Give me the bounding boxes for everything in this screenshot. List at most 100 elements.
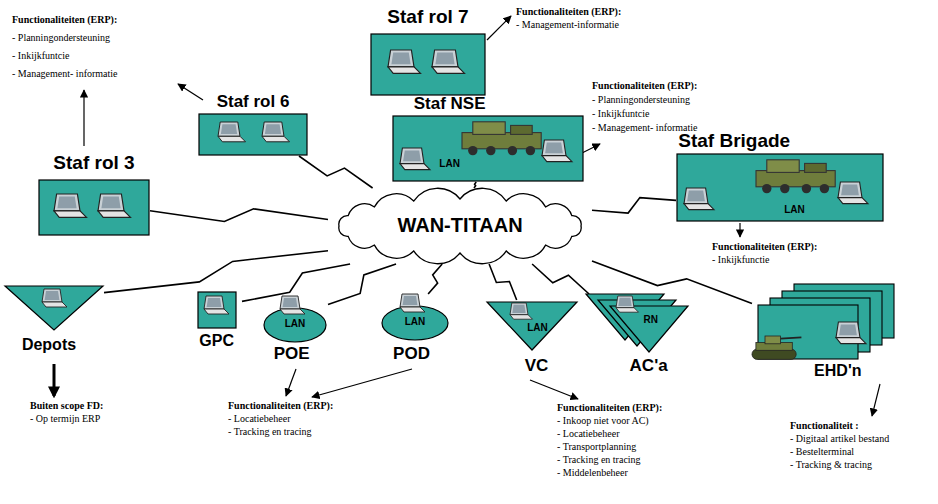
function-item: - Middelenbeheer	[557, 467, 628, 479]
function-item: - Transportplanning	[557, 441, 636, 453]
laptop-icon	[510, 303, 533, 319]
network-tag: RN	[644, 314, 658, 326]
function-heading: Functionaliteiten (ERP):	[516, 6, 621, 18]
network-cloud: WAN-TITAAN	[328, 188, 592, 264]
network-link	[299, 156, 373, 188]
location-square: GPC	[196, 290, 242, 352]
function-heading: Functionaliteit :	[790, 420, 859, 432]
staff-box	[393, 116, 583, 181]
triangle-outline	[5, 286, 103, 330]
staff-box	[371, 34, 485, 95]
node-label: Staf rol 6	[217, 92, 290, 112]
node-label: EHD'n	[814, 362, 861, 380]
network-link	[532, 264, 589, 294]
staff-box	[39, 180, 149, 235]
laptop-icon	[388, 50, 421, 73]
node-label: VC	[525, 356, 549, 376]
tank-icon	[752, 336, 801, 359]
function-item: - Planningondersteuning	[12, 32, 110, 44]
function-item: - Tracking en tracing	[557, 454, 641, 466]
node-label: Staf NSE	[414, 94, 486, 114]
node-label: GPC	[199, 332, 234, 350]
function-heading: Functionaliteiten (ERP):	[557, 402, 662, 414]
node-label: Staf rol 7	[387, 6, 468, 28]
vehicle-icon	[756, 160, 835, 193]
laptop-icon	[54, 194, 87, 217]
function-item: - Bestelterminal	[790, 446, 854, 458]
function-item: - Management- informatie	[592, 122, 698, 134]
square-outline	[198, 292, 236, 328]
laptop-icon	[262, 122, 290, 142]
leader-arrow	[83, 90, 84, 146]
staff-box	[677, 154, 883, 221]
laptop-icon	[836, 322, 866, 344]
laptop-icon	[42, 289, 67, 307]
laptop-icon	[432, 50, 465, 73]
cloud-outline	[339, 188, 581, 263]
function-heading: Buiten scope FD:	[30, 400, 103, 412]
triangle-outline	[610, 306, 688, 352]
staff-unit: Staf rol 6	[198, 92, 308, 156]
staff-unit: Staf NSE LAN	[392, 94, 584, 182]
network-link	[328, 264, 396, 304]
node-label: Depots	[22, 336, 76, 354]
leader-arrow	[312, 369, 412, 397]
laptop-icon	[218, 122, 246, 142]
node-label: Staf Brigade	[678, 130, 790, 152]
leader-arrow	[739, 223, 740, 237]
network-tag: LAN	[285, 318, 306, 330]
node-label: LAN	[439, 158, 460, 170]
function-item: - Planningondersteuning	[592, 94, 690, 106]
staff-unit: Staf rol 7	[370, 4, 486, 96]
function-item: - Locatiebeheer	[557, 428, 619, 440]
function-item: - Inkijkfuntcie	[592, 108, 649, 120]
function-item: - Inkijkfuntcie	[12, 50, 69, 62]
staff-box	[199, 114, 307, 155]
function-heading: Functionaliteiten (ERP):	[592, 80, 697, 92]
laptop-icon	[400, 294, 425, 312]
location-ellipse: LANPOE	[262, 296, 328, 366]
laptop-icon	[98, 194, 131, 217]
network-link	[428, 264, 442, 294]
node-label: Staf rol 3	[53, 152, 134, 174]
laptop-icon	[684, 188, 714, 210]
location-triangle: Depots	[4, 284, 104, 362]
laptop-icon	[616, 296, 639, 312]
staff-unit: Staf rol 3	[38, 150, 150, 236]
laptop-icon	[838, 182, 868, 204]
function-item: - Inkoop niet voor AC)	[557, 415, 649, 427]
function-item: - Op termijn ERP	[30, 413, 100, 425]
triangle-outline	[487, 302, 577, 350]
location-triangle: LAN VC	[486, 300, 578, 378]
leader-arrow	[487, 16, 511, 40]
function-item: - Inkijkfunctie	[712, 254, 769, 266]
ellipse-outline	[382, 306, 448, 340]
node-label: AC'a	[630, 356, 668, 376]
network-link	[489, 264, 517, 300]
leader-arrow	[286, 369, 296, 396]
leader-arrow	[872, 384, 880, 416]
laptop-icon	[280, 296, 305, 314]
function-item: - Tracking en tracing	[228, 426, 312, 438]
function-heading: Functionaliteiten (ERP):	[12, 14, 117, 26]
vehicle-icon	[462, 122, 541, 155]
network-link	[474, 182, 476, 188]
network-tag: LAN	[405, 316, 426, 328]
leader-arrow	[53, 364, 56, 396]
function-heading: Functionaliteiten (ERP):	[228, 400, 333, 412]
node-label: WAN-TITAAN	[397, 214, 522, 237]
ellipse-outline	[264, 308, 326, 342]
function-item: - Locatiebeheer	[228, 413, 290, 425]
network-tag: LAN	[527, 322, 548, 334]
laptop-icon	[542, 140, 572, 162]
network-link	[150, 209, 328, 222]
node-label: LAN	[784, 204, 805, 216]
node-label: POD	[393, 344, 430, 364]
leader-arrow	[178, 84, 203, 100]
function-item: - Management- informatie	[12, 68, 118, 80]
function-heading: Functionaliteiten (ERP):	[712, 241, 817, 253]
staff-unit: Staf BrigadeLAN	[676, 130, 884, 222]
leader-arrow	[530, 380, 578, 399]
location-ellipse: LAN POD	[380, 294, 450, 366]
